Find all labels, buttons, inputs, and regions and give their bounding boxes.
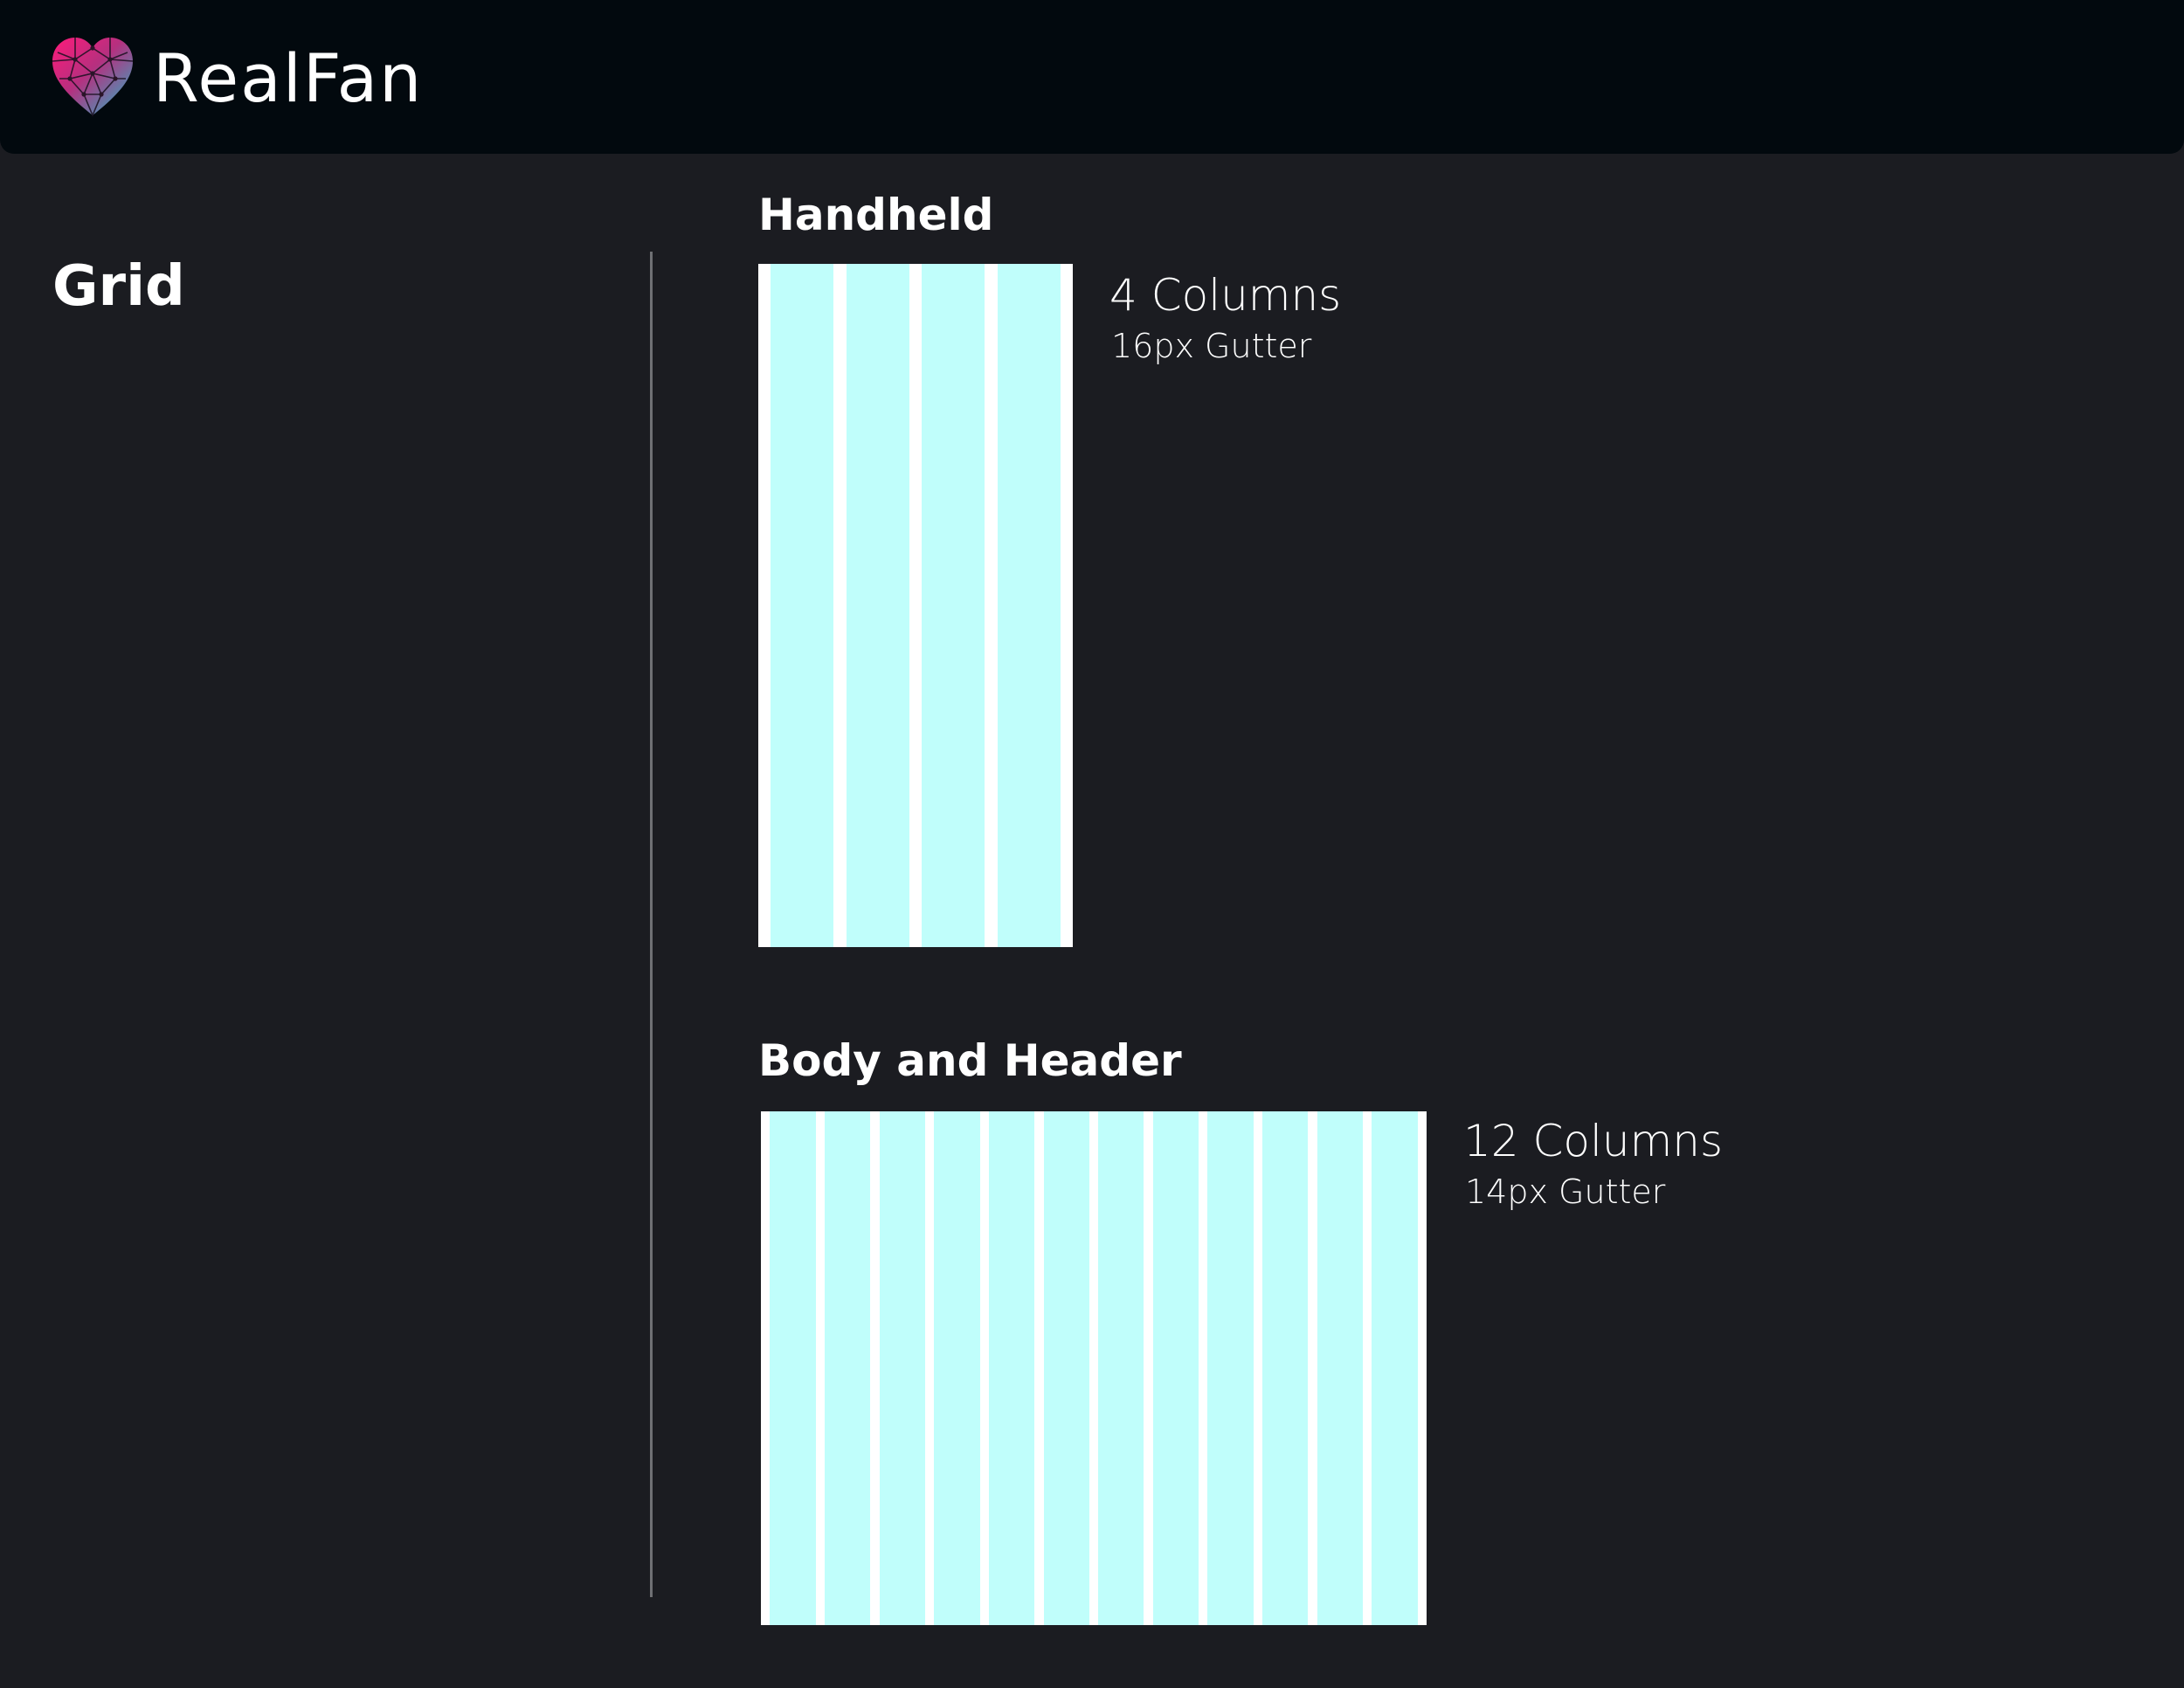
top-bar: RealFan (0, 0, 2184, 154)
handheld-heading: Handheld (758, 190, 994, 240)
handheld-grid-sample (758, 264, 1073, 947)
grid-column (988, 1111, 1035, 1625)
vertical-divider (650, 252, 653, 1597)
grid-column (934, 1111, 980, 1625)
grid-column (825, 1111, 871, 1625)
grid-column (879, 1111, 925, 1625)
grid-column (1262, 1111, 1309, 1625)
brand-name: RealFan (153, 39, 424, 117)
grid-column (1317, 1111, 1363, 1625)
body-header-heading: Body and Header (758, 1035, 1182, 1086)
grid-column (846, 264, 909, 947)
grid-column (771, 264, 834, 947)
grid-column (770, 1111, 816, 1625)
handheld-columns-label: 4 Columns (1109, 270, 1342, 321)
heart-icon (52, 38, 134, 118)
body-header-gutter-label: 14px Gutter (1465, 1173, 1666, 1211)
grid-column (1152, 1111, 1199, 1625)
page-title: Grid (52, 254, 185, 319)
grid-column (1043, 1111, 1089, 1625)
grid-column (922, 264, 985, 947)
handheld-gutter-label: 16px Gutter (1111, 327, 1312, 365)
grid-column (1372, 1111, 1418, 1625)
grid-column (1207, 1111, 1254, 1625)
grid-column (1098, 1111, 1144, 1625)
grid-column (997, 264, 1061, 947)
body-header-grid-sample (761, 1111, 1427, 1625)
body-header-columns-label: 12 Columns (1463, 1116, 1724, 1166)
